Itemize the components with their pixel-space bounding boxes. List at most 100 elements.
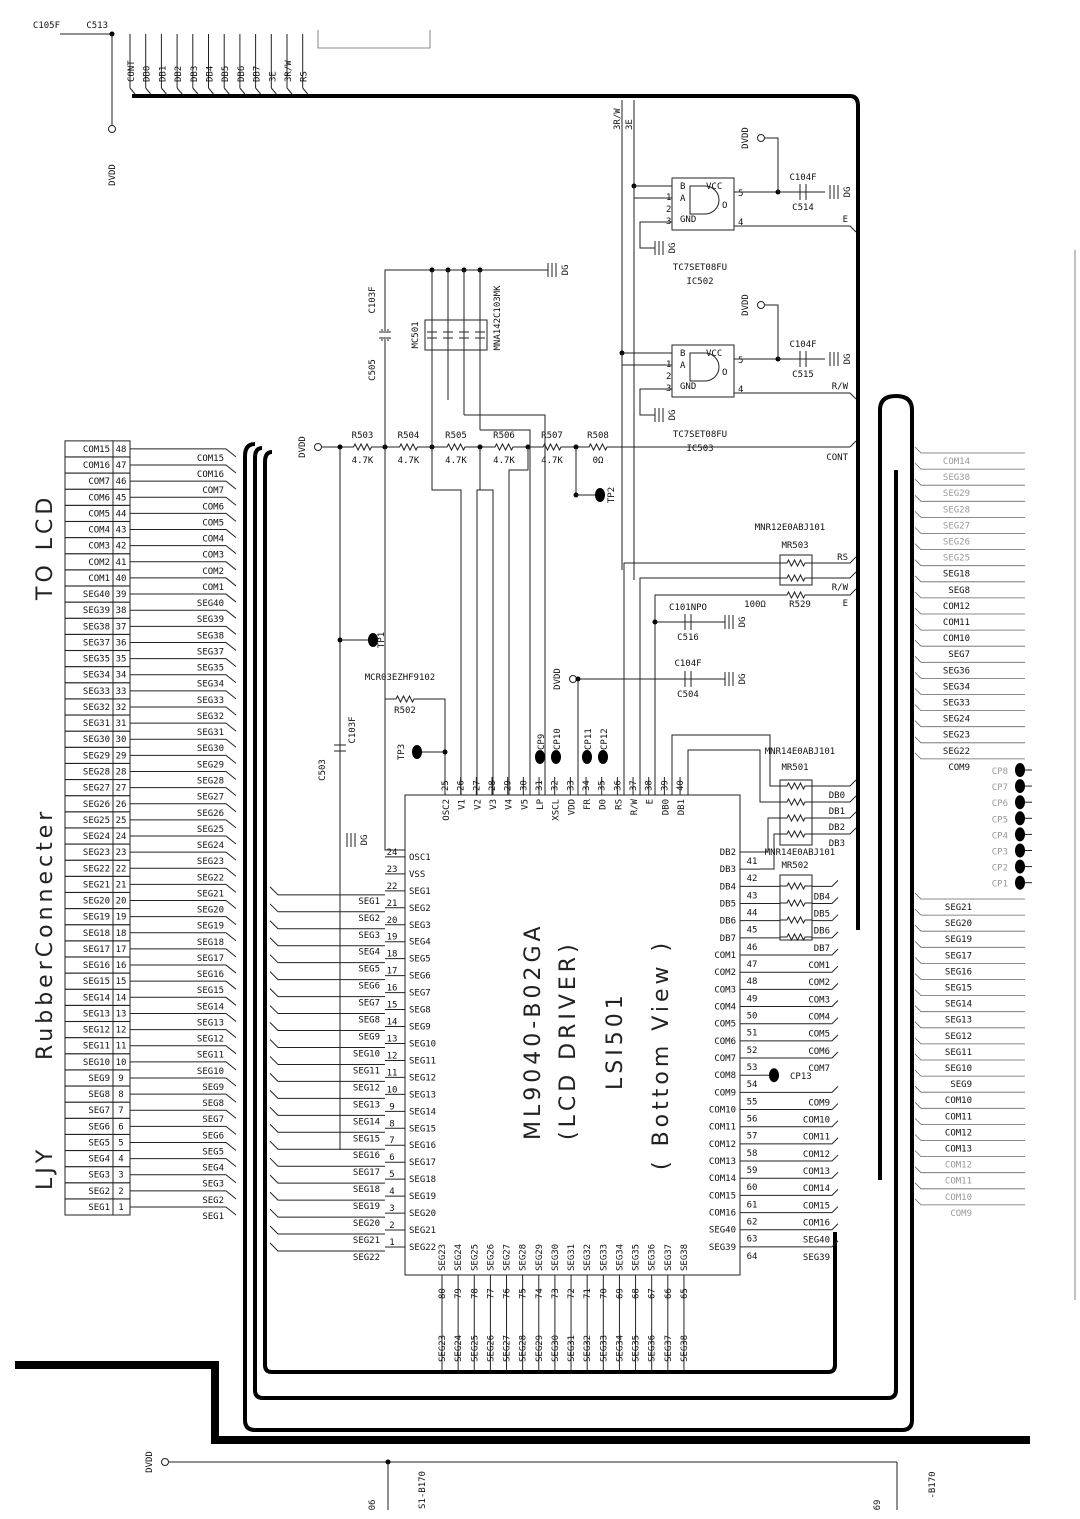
ic-pin-number: 4	[738, 385, 743, 395]
middle-frame	[253, 446, 898, 1400]
ic-ic503-box	[671, 344, 735, 398]
connector-pin-number: 15	[116, 977, 127, 987]
connector-pin-label: SEG12	[83, 1026, 110, 1036]
chip-pin-label: SEG27	[503, 1244, 513, 1271]
chip-pin-number: 54	[747, 1080, 758, 1090]
resistor-value-label: 4.7K	[493, 456, 515, 466]
right-edge-wire	[914, 672, 1025, 679]
connector-pin-label: SEG29	[83, 751, 110, 761]
mr502-part-label: MNR14E0ABJ101	[765, 848, 835, 858]
connector-wire	[130, 980, 237, 990]
right-edge-cp-label: CP6	[992, 799, 1008, 809]
chip-pin-label: COM4	[714, 1003, 736, 1013]
mr501-signal-label: DB0	[829, 791, 845, 801]
connector-wire-label: SEG4	[202, 1164, 224, 1174]
bus-signal-label: DB5	[221, 66, 231, 82]
connector-wire	[130, 1158, 237, 1168]
connector-pin-label: SEG37	[83, 638, 110, 648]
test-point-icon	[1015, 811, 1025, 826]
right-edge-wire	[914, 1102, 1025, 1109]
cp-label: CP12	[600, 728, 610, 750]
chip-pin-number: 11	[387, 1068, 398, 1078]
resistor-array-icon	[780, 573, 812, 583]
chip-right-wire-label: COM12	[803, 1150, 830, 1160]
connector-pin-number: 34	[116, 671, 127, 681]
connector-pin-number: 13	[116, 1009, 127, 1019]
chip-bottom-wire-label: SEG35	[632, 1335, 642, 1362]
cont-label: CONT	[826, 453, 848, 463]
right-edge-label: SEG19	[945, 935, 972, 945]
right-edge-wire	[914, 908, 1025, 916]
connector-wire	[130, 464, 237, 474]
chip-left-wire	[269, 1157, 385, 1167]
chip-left-wire	[269, 903, 385, 913]
chip-view-label: ( Bottom View )	[649, 939, 674, 1170]
chip-pin-number: 73	[551, 1288, 561, 1299]
connector-pin-label: SEG13	[83, 1009, 110, 1019]
chip-pin-number: 23	[387, 865, 398, 875]
connector-wire-label: SEG16	[197, 970, 224, 980]
and-gate-icon	[689, 185, 720, 215]
connector-pin-number: 36	[116, 638, 127, 648]
chip-bottom-wire-label: SEG37	[664, 1335, 674, 1362]
connector-wire	[130, 948, 237, 958]
chip-left-wire-label: SEG9	[358, 1033, 380, 1043]
power-terminal-icon	[569, 675, 577, 683]
chip-pin-label: DB6	[720, 917, 736, 927]
resistor-r508-icon	[576, 442, 620, 452]
chip-pin-number: 49	[747, 994, 758, 1004]
connector-wire-label: SEG25	[197, 825, 224, 835]
chip-pin-number: 3	[389, 1204, 394, 1214]
chip-left-wire-label: SEG13	[353, 1100, 380, 1110]
chip-left-wire-label: SEG2	[358, 914, 380, 924]
rs-wire	[812, 556, 857, 564]
connector-pin-number: 10	[116, 1058, 127, 1068]
connector-pin-label: COM4	[88, 526, 110, 536]
connector-pin-number: 28	[116, 767, 127, 777]
chip-right-wire	[760, 1223, 839, 1231]
connector-wire-label: SEG32	[197, 712, 224, 722]
chip-left-wire	[269, 1022, 385, 1032]
chip-pin-label: SEG2	[409, 904, 431, 914]
right-edge-label: COM10	[945, 1193, 972, 1203]
connector-pin-number: 17	[116, 945, 127, 955]
chip-pin-label: FR	[583, 798, 593, 809]
test-point-icon	[1015, 843, 1025, 858]
chip-pin-label: SEG5	[409, 955, 431, 965]
connector-pin-label: SEG6	[88, 1122, 110, 1132]
chip-left-wire-label: SEG17	[353, 1168, 380, 1178]
ic-cap-value-label: C104F	[789, 173, 816, 183]
chip-pin-number: 52	[747, 1046, 758, 1056]
ic-pin-number: 5	[738, 356, 743, 366]
bus-signal-label: DB7	[253, 66, 263, 82]
right-edge-label: SEG18	[943, 570, 970, 580]
test-point-icon	[551, 750, 561, 764]
chip-left-wire	[269, 886, 385, 896]
connector-wire	[130, 1109, 237, 1119]
chip-pin-label: SEG11	[409, 1056, 436, 1066]
right-edge-wire	[914, 527, 1025, 534]
resistor-array-icon	[780, 797, 812, 807]
connector-pin-label: SEG17	[83, 945, 110, 955]
connector-wire	[130, 1174, 237, 1184]
connector-wire-label: SEG7	[202, 1115, 224, 1125]
resistor-array-icon	[780, 898, 812, 908]
right-edge-label: SEG34	[943, 682, 970, 692]
connector-pin-label: SEG14	[83, 993, 110, 1003]
connector-wire	[130, 754, 237, 764]
chip-function-label: (LCD DRIVER)	[556, 940, 581, 1140]
right-edge-label: COM14	[943, 457, 970, 467]
chip-pin-number: 61	[747, 1200, 758, 1210]
chip-right-wire	[760, 1103, 839, 1111]
chip-pin-number: 29	[504, 780, 514, 791]
mc501-ref-label: MC501	[411, 321, 421, 348]
chip-pin-label: SEG14	[409, 1107, 436, 1117]
chip-bottom-wire-label: SEG33	[599, 1335, 609, 1362]
chip-pin-label: DB4	[720, 882, 736, 892]
ic-pin-number: 1	[666, 360, 671, 370]
chip-left-wire	[269, 1225, 385, 1235]
bus-entry	[161, 87, 167, 95]
ic-output-label: R/W	[832, 382, 849, 392]
connector-pin-label: SEG40	[83, 590, 110, 600]
